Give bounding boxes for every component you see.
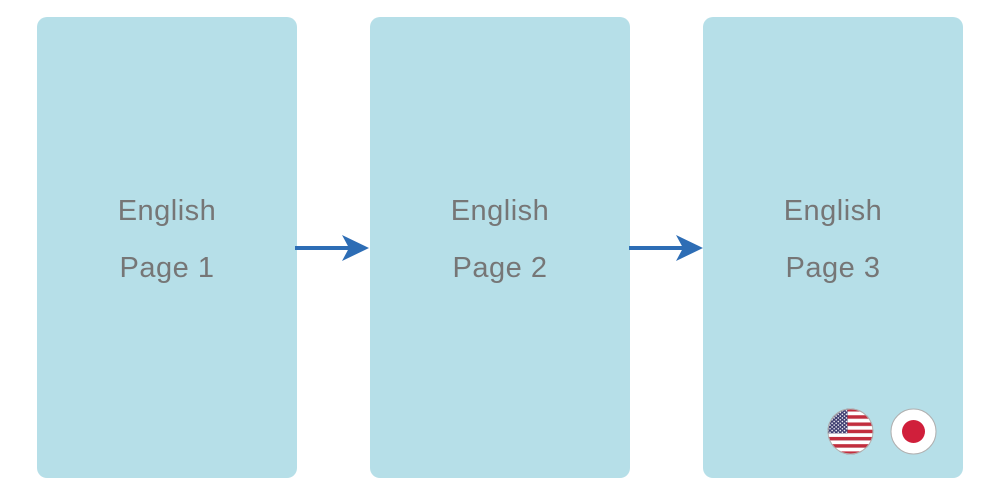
japan-flag-icon	[890, 408, 937, 455]
flow-arrow-1	[295, 235, 369, 261]
page-card-label: English Page 1	[37, 196, 297, 284]
page-number-label: Page 2	[452, 252, 548, 284]
page-language-label: English	[450, 195, 550, 227]
page-number-label: Page 3	[785, 252, 881, 284]
flow-arrow-2	[629, 235, 703, 261]
language-flags	[827, 408, 937, 455]
page-language-label: English	[783, 195, 883, 227]
us-flag-icon	[827, 408, 874, 455]
page-language-label: English	[117, 195, 217, 227]
page-number-label: Page 1	[119, 252, 215, 284]
page-card-english-1: English Page 1	[37, 17, 297, 478]
page-card-label: English Page 3	[703, 196, 963, 284]
page-card-english-3: English Page 3	[703, 17, 963, 478]
page-card-english-2: English Page 2	[370, 17, 630, 478]
page-card-label: English Page 2	[370, 196, 630, 284]
